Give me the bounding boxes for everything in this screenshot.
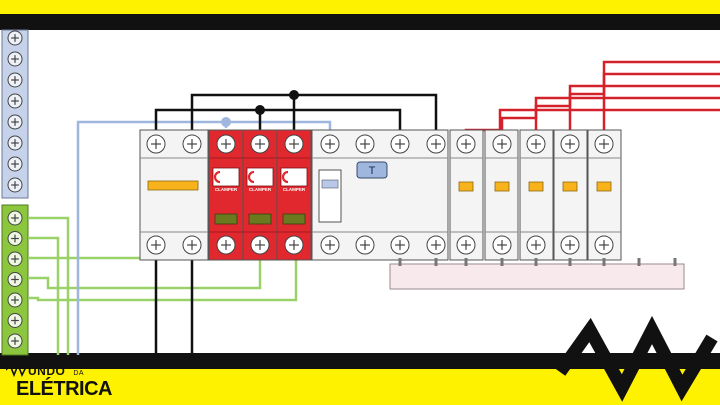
brand-logo: UNDO DA ELÉTRICA bbox=[6, 362, 146, 402]
dps-brand-label: CLAMPER bbox=[249, 187, 272, 192]
circuit-breaker-module bbox=[519, 129, 554, 261]
wire-junction-dot bbox=[255, 105, 265, 115]
terminal-screw-icon bbox=[426, 134, 446, 154]
breaker-indicator bbox=[147, 180, 199, 191]
terminal-screw-icon bbox=[492, 235, 512, 255]
dps-module: CLAMPER bbox=[276, 129, 312, 261]
clamper-logo-icon bbox=[213, 170, 221, 184]
terminal-screw-icon bbox=[594, 235, 614, 255]
terminal-screw-icon bbox=[284, 134, 304, 154]
wire-junction-dot bbox=[289, 90, 299, 100]
terminal-screw-icon bbox=[7, 30, 23, 46]
test-button-label: T bbox=[369, 165, 376, 177]
residual-current-module: T bbox=[311, 129, 449, 261]
circuit-breaker-module bbox=[587, 129, 622, 261]
comb-busbar bbox=[389, 258, 685, 290]
terminal-screw-icon bbox=[216, 134, 236, 154]
terminal-screw-icon bbox=[7, 93, 23, 109]
terminal-screw-icon bbox=[182, 134, 202, 154]
terminal-screw-icon bbox=[7, 313, 23, 328]
terminal-screw-icon bbox=[146, 134, 166, 154]
circuit-breaker-module bbox=[553, 129, 588, 261]
breaker-indicator bbox=[458, 181, 474, 192]
terminal-screw-icon bbox=[320, 235, 340, 255]
terminal-screw-icon bbox=[526, 235, 546, 255]
breaker-indicator bbox=[528, 181, 544, 192]
clamper-logo-icon bbox=[247, 170, 255, 184]
terminal-screw-icon bbox=[7, 156, 23, 172]
terminal-screw-icon bbox=[7, 272, 23, 287]
terminal-screw-icon bbox=[250, 134, 270, 154]
terminal-screw-icon bbox=[7, 72, 23, 88]
terminal-screw-icon bbox=[426, 235, 446, 255]
terminal-screw-icon bbox=[7, 231, 23, 246]
dps-brand-label: CLAMPER bbox=[283, 187, 306, 192]
terminal-screw-icon bbox=[355, 235, 375, 255]
black-top-band bbox=[0, 14, 720, 30]
terminal-screw-icon bbox=[216, 235, 236, 255]
terminal-screw-icon bbox=[320, 134, 340, 154]
terminal-screw-icon bbox=[7, 135, 23, 151]
terminal-screw-icon bbox=[492, 134, 512, 154]
breaker-indicator bbox=[596, 181, 612, 192]
brand-line1: UNDO DA bbox=[28, 364, 84, 378]
terminal-screw-icon bbox=[284, 235, 304, 255]
black-bottom-band bbox=[0, 353, 720, 369]
neutral-bar bbox=[1, 29, 29, 199]
terminal-screw-icon bbox=[7, 210, 23, 226]
breaker-indicator bbox=[494, 181, 510, 192]
terminal-screw-icon bbox=[456, 134, 476, 154]
terminal-screw-icon bbox=[560, 235, 580, 255]
dps-module: CLAMPER bbox=[242, 129, 278, 261]
terminal-screw-icon bbox=[7, 114, 23, 130]
terminal-screw-icon bbox=[390, 134, 410, 154]
brand-zigzag-mark bbox=[554, 315, 718, 402]
terminal-screw-icon bbox=[390, 235, 410, 255]
dps-brand-label: CLAMPER bbox=[215, 187, 238, 192]
brand-wave-icon bbox=[6, 363, 27, 377]
brand-line2: ELÉTRICA bbox=[16, 378, 113, 400]
terminal-screw-icon bbox=[355, 134, 375, 154]
terminal-screw-icon bbox=[526, 134, 546, 154]
dps-status-window bbox=[248, 213, 272, 225]
dps-status-window bbox=[282, 213, 306, 225]
dps-status-window bbox=[214, 213, 238, 225]
dps-module: CLAMPER bbox=[208, 129, 244, 261]
terminal-screw-icon bbox=[7, 292, 23, 308]
terminal-screw-icon bbox=[250, 235, 270, 255]
clamper-logo-icon bbox=[281, 170, 289, 184]
yellow-top-band bbox=[0, 0, 720, 14]
terminal-screw-icon bbox=[594, 134, 614, 154]
main-breaker-module bbox=[139, 129, 209, 261]
brand-word-da: DA bbox=[73, 370, 85, 377]
terminal-screw-icon bbox=[182, 235, 202, 255]
terminal-screw-icon bbox=[7, 333, 23, 349]
terminal-screw-icon bbox=[7, 251, 23, 267]
terminal-screw-icon bbox=[146, 235, 166, 255]
din-rail-modules: CLAMPER CLAMPER CLAMPER T bbox=[139, 129, 622, 261]
terminal-screw-icon bbox=[7, 51, 23, 67]
circuit-breaker-module bbox=[484, 129, 519, 261]
dr-lever bbox=[318, 169, 342, 223]
terminal-screw-icon bbox=[7, 177, 23, 193]
earth-bar bbox=[1, 204, 29, 356]
terminal-screw-icon bbox=[560, 134, 580, 154]
brand-word-mundo: UNDO bbox=[28, 364, 66, 378]
wire-junction-dot bbox=[221, 117, 231, 127]
test-button bbox=[356, 161, 388, 179]
yellow-bottom-band bbox=[0, 368, 720, 405]
terminal-screw-icon bbox=[456, 235, 476, 255]
circuit-breaker-module bbox=[449, 129, 484, 261]
breaker-indicator bbox=[562, 181, 578, 192]
